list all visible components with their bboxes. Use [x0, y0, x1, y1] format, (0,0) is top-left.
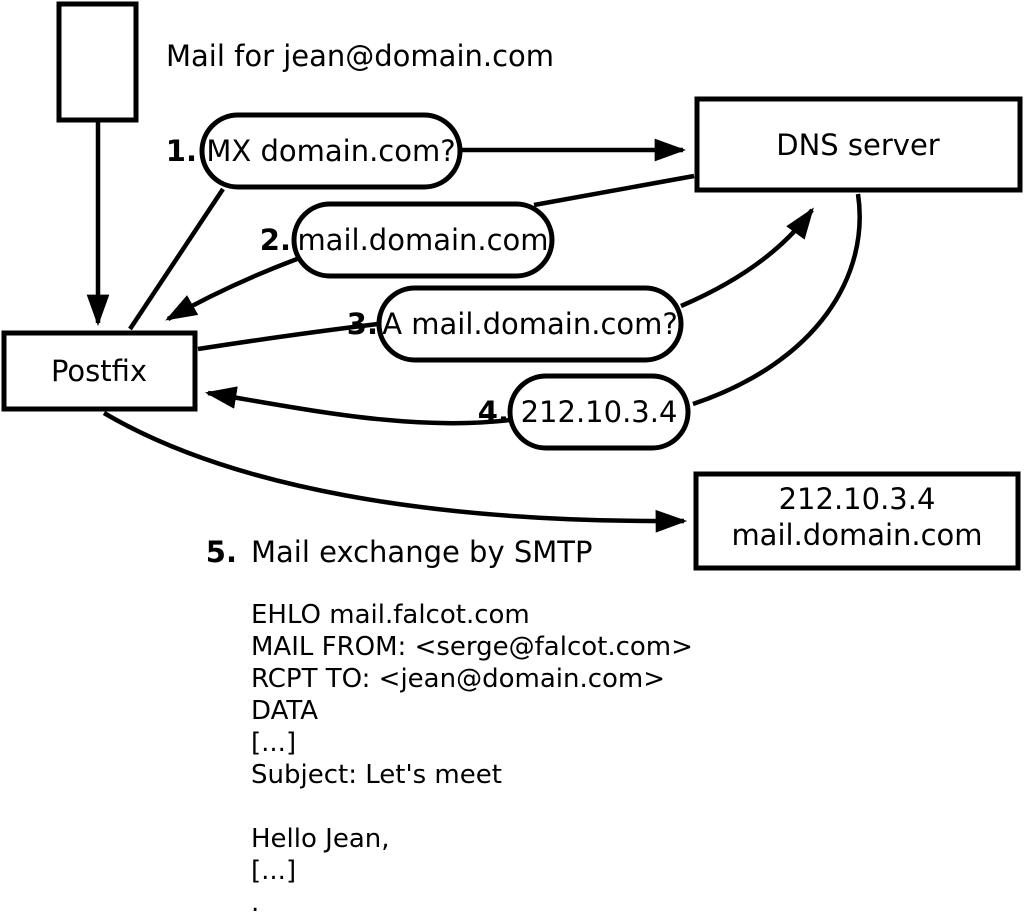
arrow-a-query-to-dns [680, 207, 814, 309]
smtp-line: . [251, 888, 259, 918]
step-3-label: A mail.domain.com? [382, 307, 678, 341]
smtp-line: Hello Jean, [251, 824, 390, 854]
step-2-number: 2. [260, 223, 291, 257]
smtp-line: [...] [251, 856, 296, 886]
dns-server-box [694, 96, 1023, 193]
smtp-line: DATA [251, 696, 318, 726]
arrow-mx-answer-to-postfix [165, 256, 298, 321]
arrow-a-answer-to-postfix [204, 386, 511, 426]
step-4-number: 4. [478, 395, 509, 429]
mail-server-hostname-label: mail.domain.com [731, 518, 982, 552]
line-dns-to-mx-answer [533, 173, 695, 208]
postfix-box [1, 330, 198, 412]
mail-server-box [693, 471, 1021, 571]
dns-server-label: DNS server [776, 128, 940, 162]
line-postfix-to-mx-query [128, 187, 225, 331]
arrow-smtp-to-mailserver [102, 411, 688, 533]
smtp-transcript: EHLO mail.falcot.com MAIL FROM: <serge@f… [251, 600, 693, 918]
pill-a-answer [507, 373, 691, 451]
smtp-line: Subject: Let's meet [251, 760, 502, 790]
pill-a-query [376, 285, 684, 363]
step-3-number: 3. [347, 307, 378, 341]
smtp-line: EHLO mail.falcot.com [251, 600, 530, 630]
line-postfix-to-a-query [197, 321, 379, 352]
step-1-label: MX domain.com? [206, 134, 455, 168]
postfix-label: Postfix [51, 354, 147, 388]
step-2-label: mail.domain.com [297, 223, 548, 257]
smtp-line: [...] [251, 728, 296, 758]
step-5-label: Mail exchange by SMTP [251, 535, 592, 569]
step-5-number: 5. [206, 535, 237, 569]
step-4-label: 212.10.3.4 [521, 395, 678, 429]
mail-server-ip-label: 212.10.3.4 [779, 482, 936, 516]
pill-mx-answer [291, 201, 555, 279]
smtp-line: MAIL FROM: <serge@falcot.com> [251, 632, 693, 662]
line-dns-to-a-answer [692, 193, 862, 407]
smtp-line: RCPT TO: <jean@domain.com> [251, 664, 665, 694]
pill-mx-query [199, 112, 463, 190]
mail-letter-icon [56, 1, 139, 123]
step-1-number: 1. [166, 134, 197, 168]
diagram-title: Mail for jean@domain.com [166, 39, 554, 73]
